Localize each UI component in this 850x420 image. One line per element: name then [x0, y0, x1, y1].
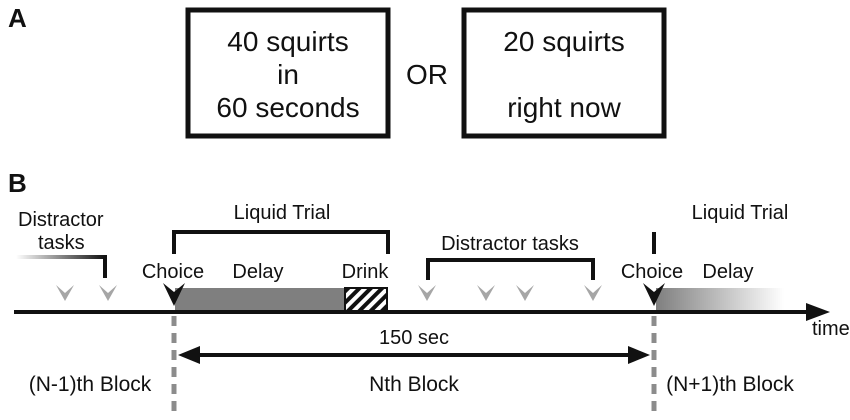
drink-label: Drink: [342, 261, 390, 283]
distractor-left-line2: tasks: [38, 232, 85, 254]
delay-right-label: Delay: [702, 261, 753, 283]
distractor-marker: [56, 285, 74, 301]
option-right-line2: right now: [507, 92, 621, 123]
distractor-marker: [477, 285, 495, 301]
drink-bar: [344, 287, 388, 313]
block-prev-label: (N-1)th Block: [29, 373, 152, 396]
choice-right-label: Choice: [621, 261, 683, 283]
option-left-line2: in: [277, 59, 299, 90]
block-current-label: Nth Block: [369, 373, 459, 396]
or-label: OR: [406, 59, 448, 90]
interval-arrowhead-left: [178, 346, 200, 364]
distractor-marker: [584, 285, 602, 301]
distractor-marker: [418, 285, 436, 301]
option-left-box: [185, 7, 391, 139]
delay-bar: [175, 288, 345, 312]
delay-right-bar: [656, 288, 784, 312]
distractor-left-line1: Distractor: [18, 209, 104, 231]
interval-label: 150 sec: [379, 327, 449, 349]
distractor-marker: [516, 285, 534, 301]
distractor-marker: [99, 285, 117, 301]
choice-marker: [643, 283, 665, 306]
liquid-trial-bracket: [172, 230, 390, 254]
distractor-middle-label: Distractor tasks: [441, 233, 579, 255]
option-right-line1: 20 squirts: [503, 26, 624, 57]
block-next-label: (N+1)th Block: [666, 373, 794, 396]
choice-marker: [163, 283, 185, 306]
option-right-box: [461, 7, 667, 139]
option-left-line3: 60 seconds: [216, 92, 359, 123]
panel-b-letter: B: [8, 168, 27, 198]
timeline-arrowhead: [806, 303, 830, 321]
liquid-trial-label: Liquid Trial: [234, 202, 331, 224]
liquid-trial-right-label: Liquid Trial: [692, 202, 789, 224]
panel-a-letter: A: [8, 3, 27, 33]
interval-arrowhead-right: [628, 346, 650, 364]
delay-label: Delay: [232, 261, 283, 283]
time-label: time: [812, 318, 850, 340]
choice-label: Choice: [142, 261, 204, 283]
distractor-left-bracket: [16, 255, 107, 278]
distractor-middle-bracket: [426, 258, 595, 280]
option-left-line1: 40 squirts: [227, 26, 348, 57]
